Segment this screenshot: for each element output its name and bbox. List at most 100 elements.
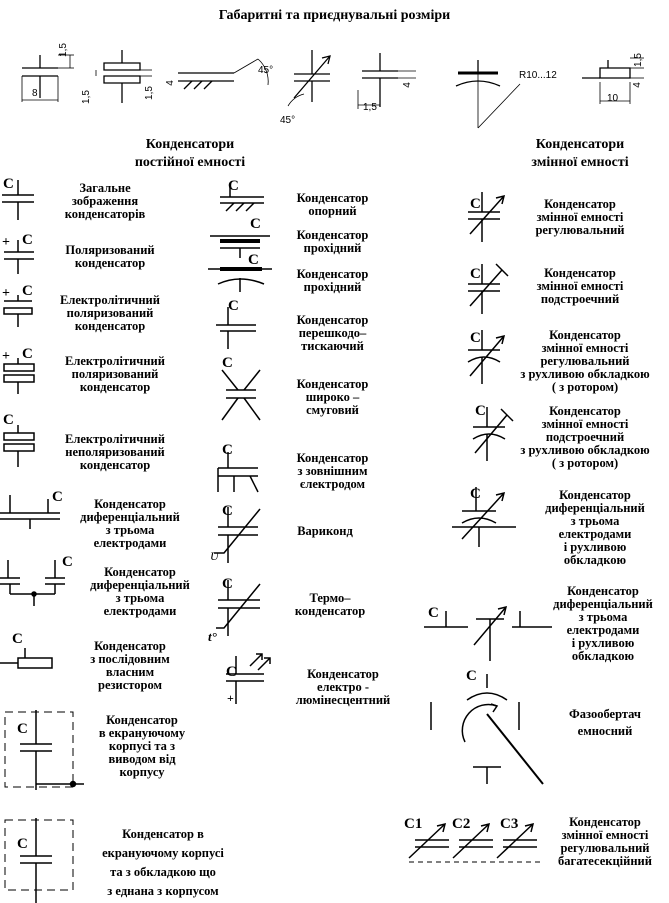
label-general: Загальне зображення конденсаторів: [64, 181, 146, 221]
label-diff-movable-2: Конденсатор диференціальний з трьома еле…: [553, 584, 653, 663]
letter-c: C: [428, 605, 439, 621]
symbol-variable-adjust: [460, 190, 515, 245]
letter-c: C: [17, 721, 28, 737]
letter-c: C: [250, 216, 261, 232]
dim-13: 10: [607, 93, 619, 104]
label-varicond: Вариконд: [297, 524, 353, 538]
label-variable-rotor: Конденсатор змінної емності регулювальни…: [520, 328, 650, 394]
dim-symbol-general: [12, 40, 82, 110]
dim-symbol-variable: [282, 42, 344, 122]
header-constant: Конденсатори постійної емності: [134, 137, 246, 170]
label-reference: Конденсатор опорний: [296, 191, 369, 218]
letter-c: C: [12, 631, 23, 647]
label-shielded-housing: Конденсатор в екрануючому корпусі та з о…: [102, 827, 224, 898]
label-diff-movable-1: Конденсатор диференціальний з трьома еле…: [545, 488, 645, 567]
letter-c: C: [470, 196, 481, 212]
letter-c: C: [3, 412, 14, 428]
dim-11: 1,5: [632, 53, 644, 67]
label-shielded-lead: Конденсатор в екрануючому корпусі та з в…: [98, 713, 186, 779]
letter-c: C: [470, 266, 481, 282]
header-variable: Конденсатори змінної емності: [531, 137, 629, 170]
letter-c: C: [22, 283, 33, 299]
symbol-feedthrough-1: [210, 226, 275, 261]
label-broadband: Конденсатор широко – смуговий: [296, 377, 369, 417]
label-electrolytic-nonpolar: Електролітичний неполяризований конденса…: [65, 432, 165, 472]
letter-c: C: [466, 668, 477, 684]
symbol-differential-1: [0, 495, 75, 530]
dim-symbol-electrolytic: [92, 45, 162, 110]
letter-c: C: [17, 836, 28, 852]
label-external-electrode: Конденсатор з зовнішним єлектродом: [296, 451, 369, 491]
dim-10: R10...12: [519, 70, 557, 81]
letter-c: C: [52, 489, 63, 505]
label-series-resistor: Конденсатор з послідовним власним резист…: [90, 639, 170, 692]
letter-c: C: [228, 178, 239, 194]
letter-t: t°: [208, 629, 217, 644]
label-trimmer-rotor: Конденсатор змінної емності подстроечний…: [520, 404, 650, 470]
dim-6: 45°: [258, 65, 274, 76]
letter-c: C: [22, 232, 33, 248]
letter-c: C: [470, 330, 481, 346]
symbol-shielded-lead: [0, 710, 85, 790]
letter-c: C: [470, 486, 481, 502]
symbol-suppression: [216, 305, 276, 350]
symbol-reference: [216, 185, 271, 215]
letter-c: C: [228, 298, 239, 314]
label-thermo: Термо– конденсатор: [294, 591, 366, 618]
symbol-polarized: [0, 240, 45, 280]
symbol-trimmer-rotor: [465, 405, 520, 465]
dim-symbol-trimmer: [350, 45, 430, 115]
letter-c: C: [222, 355, 233, 371]
letter-c: C: [226, 664, 237, 680]
letter-c: C: [62, 554, 73, 570]
symbol-broadband: [216, 368, 276, 428]
label-variable-trimmer: Конденсатор змінної емності подстроечний: [536, 266, 624, 306]
symbol-variable-rotor: [460, 328, 515, 388]
symbol-feedthrough-2: [208, 260, 278, 295]
dim-4: 1,5: [143, 86, 155, 100]
symbol-phase-shifter: [425, 672, 555, 790]
label-feedthrough-2: Конденсатор прохідний: [296, 267, 369, 294]
label-differential-1: Конденсатор диференціальний з трьома еле…: [80, 497, 180, 550]
letter-plus: +: [227, 691, 234, 705]
letter-c: C: [222, 442, 233, 458]
dim-5: 4: [164, 80, 176, 86]
letter-c: C: [475, 403, 486, 419]
symbol-thermo: [212, 578, 272, 638]
symbol-general: [0, 180, 45, 225]
symbol-electrolytic-polarized-2: [0, 358, 45, 398]
dim-2: 8: [32, 88, 38, 99]
label-suppression: Конденсатор перешкодо– тискаючий: [296, 313, 369, 353]
letter-c: C: [222, 576, 233, 592]
letter-c: C: [222, 503, 233, 519]
dim-1: 1,5: [57, 43, 69, 57]
symbol-shielded-housing: [0, 818, 85, 903]
dim-symbol-feedthrough: [448, 60, 538, 130]
symbol-diff-movable-2: [424, 585, 554, 665]
dim-9: 1,5: [363, 102, 377, 113]
letter-plus: +: [2, 349, 10, 364]
letter-plus: +: [2, 235, 10, 250]
dim-symbol-resistor: [580, 48, 665, 108]
label-differential-2: Конденсатор диференціальний з трьома еле…: [90, 565, 190, 618]
label-feedthrough-1: Конденсатор прохідний: [296, 228, 369, 255]
symbol-series-resistor: [0, 630, 70, 675]
letter-c: C: [22, 346, 33, 362]
dim-8: 4: [401, 82, 413, 88]
symbol-multisection: [405, 818, 555, 868]
label-phase-shifter: Фазообертач емносний: [569, 707, 641, 738]
letter-u: U: [210, 549, 219, 563]
symbol-differential-2: [0, 558, 75, 608]
letter-c2: C2: [452, 816, 471, 832]
symbol-variable-trimmer: [460, 262, 515, 317]
label-multisection: Конденсатор змінної емності регулювальни…: [558, 815, 652, 868]
dim-symbol-reference: [170, 55, 280, 105]
letter-c1: C1: [404, 816, 423, 832]
label-variable-adjust: Конденсатор змінної емності регулювальни…: [535, 197, 625, 237]
dim-7: 45°: [280, 115, 296, 126]
label-electrolytic-polarized-2: Електролітичний поляризований конденсато…: [65, 354, 165, 394]
label-electroluminescent: Конденсатор електро - люмінесцентний: [295, 667, 391, 707]
symbol-diff-movable-1: [452, 485, 522, 550]
letter-c: C: [248, 252, 259, 268]
label-electrolytic-polarized-1: Електролітичний поляризований конденсато…: [60, 293, 160, 333]
